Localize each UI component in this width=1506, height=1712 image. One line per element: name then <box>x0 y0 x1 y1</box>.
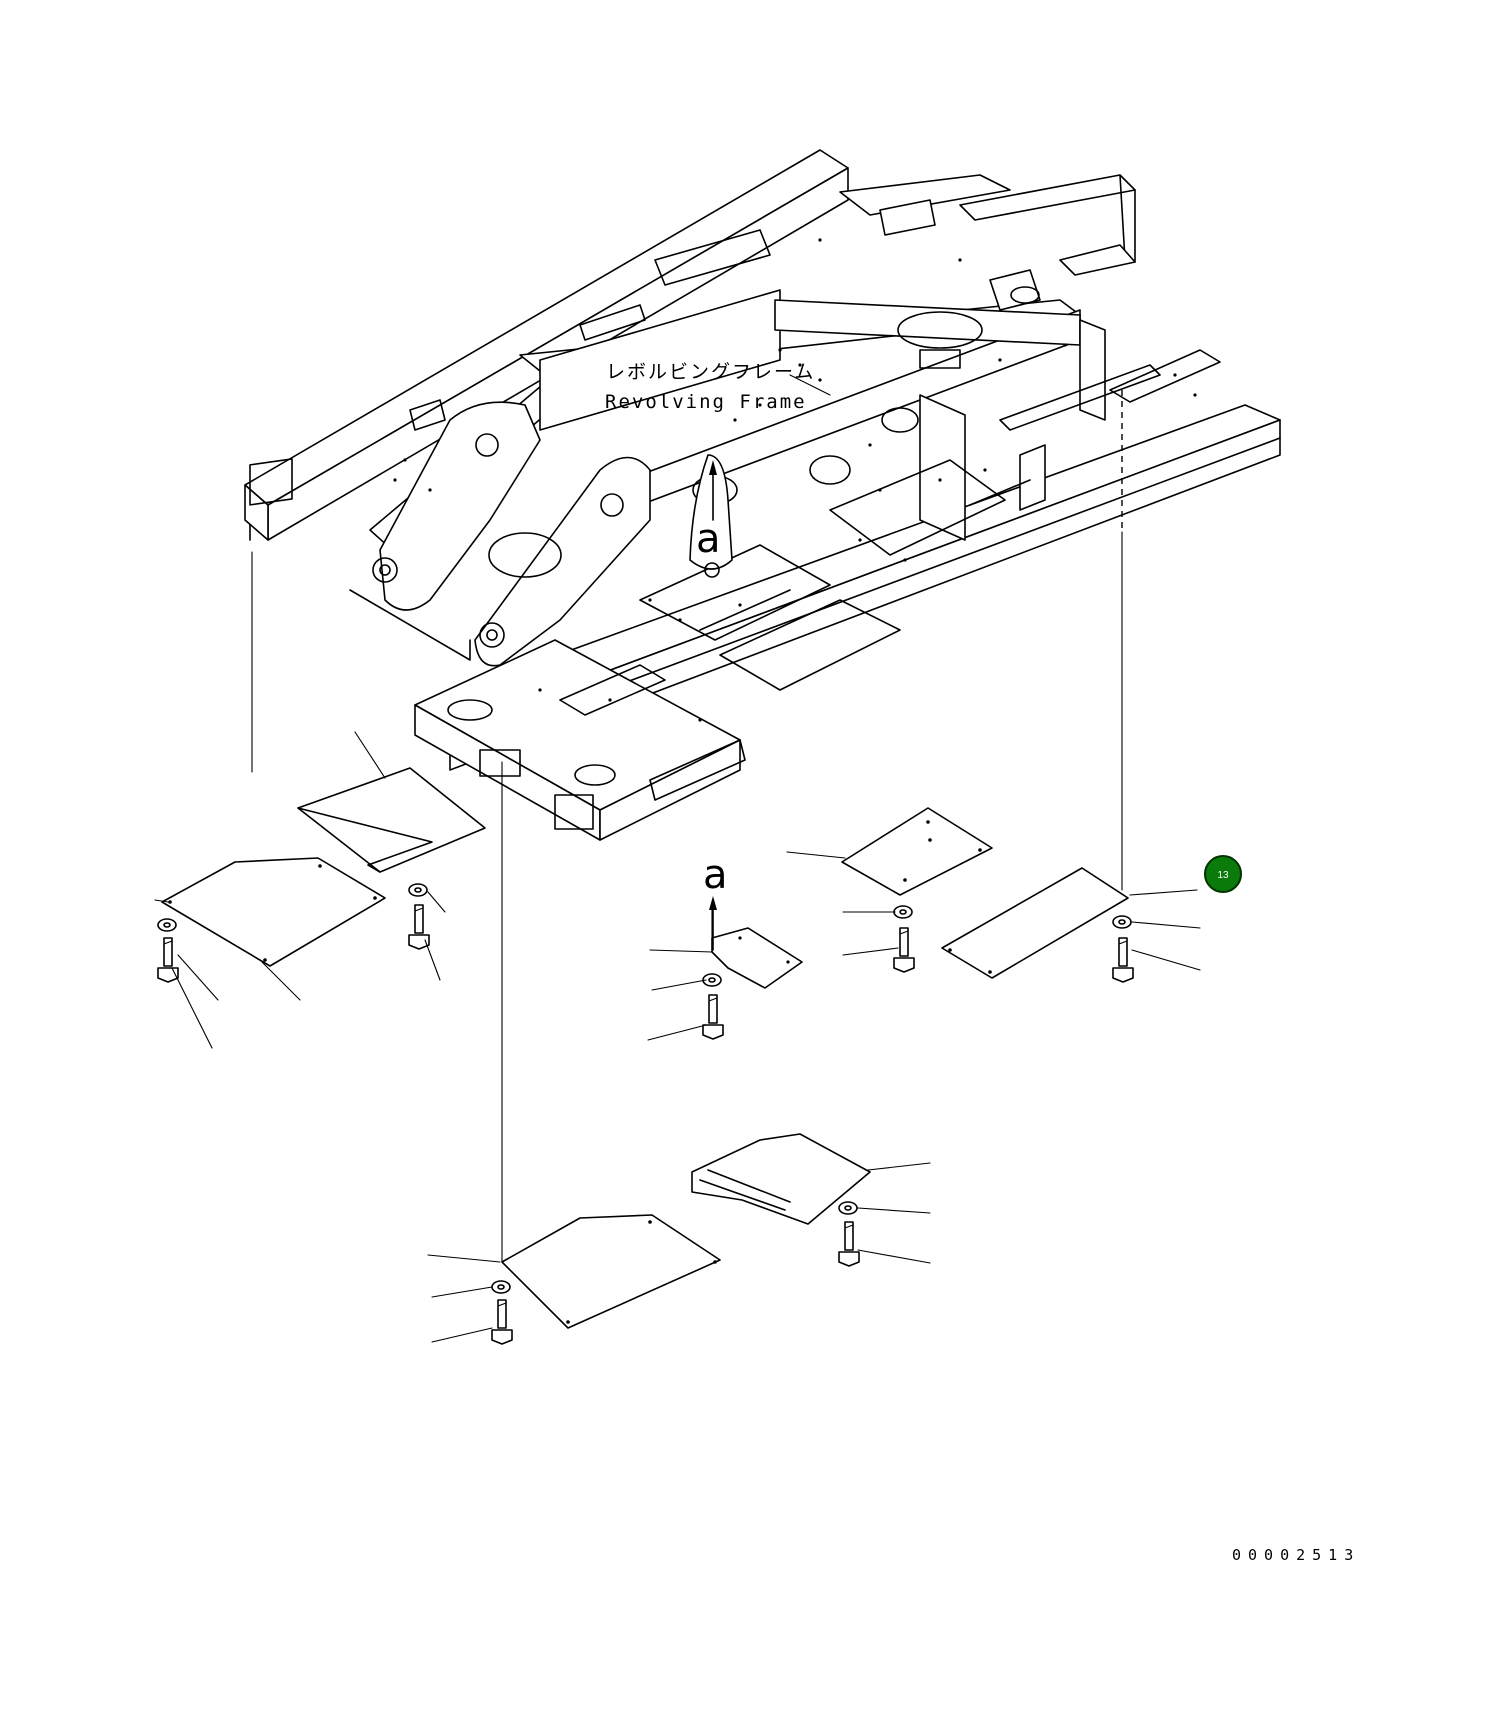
callout-13[interactable]: 13 <box>1204 855 1242 893</box>
boom-bracket-left <box>379 401 541 611</box>
washer <box>491 1280 511 1294</box>
washer <box>893 905 913 919</box>
bolt <box>1112 937 1134 983</box>
cover-plate-center-upper <box>786 807 993 896</box>
cover-plate-left-lower <box>154 857 386 1001</box>
bolts <box>157 904 1134 1345</box>
bolt <box>408 904 430 950</box>
cover-plate-lower-middle <box>691 1133 931 1225</box>
washer <box>1112 915 1132 929</box>
rear-cross-member <box>839 174 1011 216</box>
cover-plate-left-upper <box>297 731 486 873</box>
callout-leaders <box>171 891 1201 1343</box>
rivet-dots <box>393 238 1197 722</box>
callout-13-number: 13 <box>1217 870 1229 881</box>
frame-label-english: Revolving Frame <box>605 391 807 413</box>
assembly-guide-lines <box>251 390 1123 1263</box>
cover-plate-center-small <box>649 927 803 989</box>
boom-bracket-right <box>474 456 651 667</box>
washer <box>157 918 177 932</box>
washer <box>408 883 428 897</box>
washer <box>838 1201 858 1215</box>
cover-plate-lower-large <box>427 1214 721 1329</box>
view-marker-top: a <box>689 454 733 578</box>
bolt <box>838 1221 860 1267</box>
svg-text:a: a <box>703 852 728 898</box>
revolving-frame <box>244 149 1281 841</box>
view-marker-bottom: a <box>703 852 728 951</box>
bolt <box>157 937 179 983</box>
svg-text:a: a <box>696 516 721 562</box>
frame-label-japanese: レボルビングフレーム <box>606 361 815 383</box>
drawing-code: 00002513 <box>1232 1546 1360 1564</box>
bolt <box>893 927 915 973</box>
cover-plate-right <box>941 867 1198 979</box>
bolt <box>491 1299 513 1345</box>
bolt <box>702 994 724 1040</box>
